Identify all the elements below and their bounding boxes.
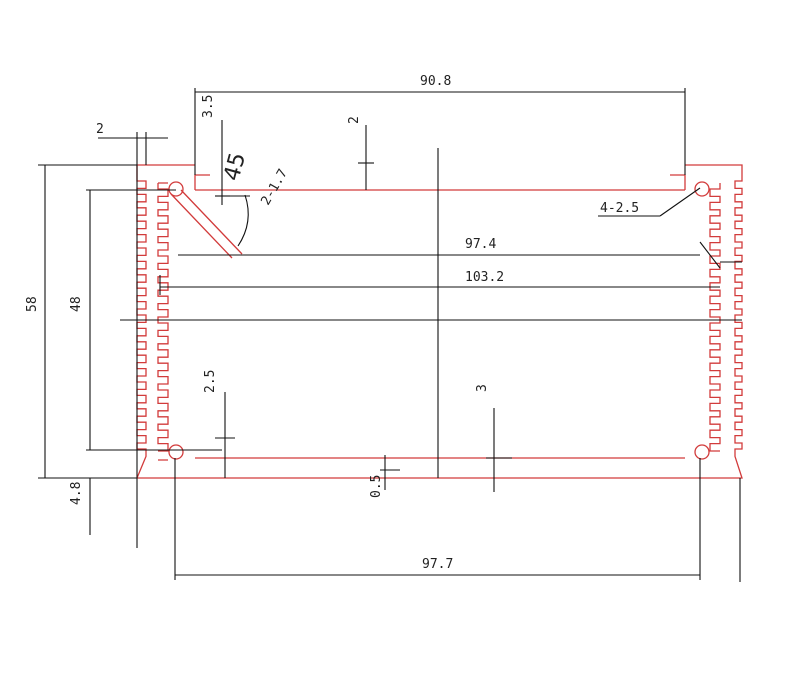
label-height-inner: 48 [69, 296, 84, 312]
label-inner-width: 97.4 [465, 237, 496, 252]
angled-slot [170, 189, 243, 259]
label-slot-span: 103.2 [465, 270, 504, 285]
label-bottom-offset: 4.8 [69, 482, 84, 505]
dim-45-arc [237, 194, 249, 247]
label-slot-depth: 2.5 [203, 370, 218, 393]
label-lip-bottom: 0.5 [369, 475, 384, 498]
label-slot-count-size: 2-1.7 [258, 167, 291, 208]
outer-contour [136, 164, 743, 479]
label-hole-callout: 4-2.5 [600, 201, 639, 216]
heatsink-profile-outline [136, 164, 743, 479]
dimension-lines [38, 88, 742, 582]
label-wall-bottom: 3 [475, 384, 490, 392]
top-lip-left [194, 174, 210, 190]
label-overall-bottom: 97.7 [422, 557, 453, 572]
mount-hole-bottom-right [694, 444, 710, 460]
mount-hole-bottom-left [168, 444, 184, 460]
label-overall-top: 90.8 [420, 74, 451, 89]
mount-hole-top-left [168, 181, 184, 197]
dimension-labels: 90.8 3.5 2 2 45 2-1.7 4-2.5 97.4 103.2 5… [25, 74, 639, 572]
label-fin-width: 2 [96, 122, 104, 137]
label-wall-top: 2 [347, 116, 362, 124]
mount-hole-top-right [694, 181, 710, 197]
label-height-total: 58 [25, 296, 40, 312]
label-lip-top: 3.5 [201, 95, 216, 118]
inner-contour [157, 182, 721, 461]
label-angle: 45 [220, 150, 251, 184]
top-lip-right [670, 174, 686, 190]
